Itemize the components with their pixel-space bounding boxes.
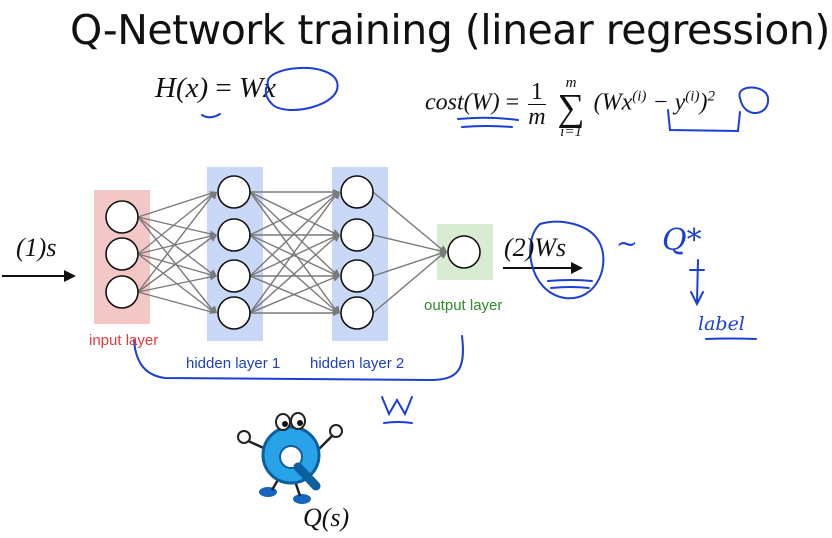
hypothesis-lhs: H(x) (155, 72, 209, 104)
hidden1-node-1 (217, 218, 251, 252)
ink-weights-bracket (133, 335, 464, 382)
ink-circle-wx (264, 66, 339, 111)
edge-hidden1-3-hidden2-2 (249, 275, 339, 314)
ink-underline-ws-2 (550, 286, 590, 289)
ink-weights-w (381, 396, 413, 417)
edge-hidden2-0-output-0 (372, 191, 446, 253)
edge-input-2-hidden1-3 (137, 291, 216, 314)
sum-lower-limit: i=1 (560, 124, 582, 140)
edge-hidden1-1-hidden2-0 (249, 191, 339, 236)
cost-fraction: 1 m (528, 80, 546, 130)
ink-underline-label (705, 337, 757, 340)
superscript-i: (i) (632, 88, 647, 105)
input-layer-label: input layer (89, 332, 159, 349)
edge-arrowhead (209, 274, 217, 281)
ink-bracket-wx (667, 109, 741, 133)
ink-underline-cost-1 (457, 116, 519, 121)
input-node-2 (105, 275, 139, 309)
ink-label-word: label (698, 313, 745, 335)
hidden1-node-3 (217, 296, 251, 330)
edge-arrowhead (209, 308, 217, 315)
edge-arrowhead (209, 235, 217, 242)
mascot-q: Q (237, 412, 343, 504)
edge-hidden2-2-output-0 (372, 251, 446, 277)
edge-arrowhead (210, 192, 217, 200)
edge-hidden2-3-output-0 (372, 251, 446, 314)
ink-approx: ~ (616, 229, 638, 259)
ink-annotations (133, 66, 770, 424)
mascot-hand-left (237, 430, 251, 444)
edge-hidden1-3-hidden2-0 (249, 191, 339, 314)
mascot-hole (279, 445, 303, 469)
hidden-layer-1-label: hidden layer 1 (186, 355, 281, 372)
output-node-0 (447, 235, 481, 269)
edge-input-1-hidden1-1 (137, 234, 216, 255)
ink-underline-w (383, 421, 413, 424)
fraction-numerator: 1 (528, 80, 546, 105)
edge-input-1-hidden1-0 (137, 191, 216, 255)
edge-hidden1-2-hidden2-0 (249, 191, 339, 277)
hidden2-node-1 (340, 218, 374, 252)
output-expression: (2)Ws (504, 233, 567, 262)
edge-input-2-hidden1-0 (137, 191, 216, 293)
cost-equals: = (505, 89, 520, 116)
ink-circle-ws (529, 220, 605, 300)
edge-input-0-hidden1-2 (137, 216, 216, 277)
ink-weights-text: W (382, 413, 384, 415)
ink-target-q: Q* (662, 223, 702, 258)
edge-arrowhead (332, 275, 340, 282)
cost-term-open: (Wx (593, 89, 633, 116)
mascot-pupil-right (297, 420, 303, 426)
output-arrowhead (571, 262, 583, 274)
ink-arrow-label (689, 259, 705, 307)
network-edges (137, 189, 447, 316)
hypothesis-equals: = (215, 72, 232, 104)
slide-title: Q-Network training (linear regression) (70, 6, 830, 54)
edge-input-1-hidden1-2 (137, 253, 216, 277)
superscript-i-y: (i) (685, 88, 700, 105)
edge-input-2-hidden1-1 (137, 234, 216, 293)
edge-input-0-hidden1-1 (137, 216, 216, 236)
cost-term-close: ) (699, 89, 708, 116)
mascot-tail (293, 462, 321, 491)
cost-equation: cost(W) = 1 m m ∑ i=1 (Wx(i) − y(i))2 (425, 72, 715, 140)
superscript-2: 2 (707, 88, 715, 105)
edge-arrowhead (333, 310, 340, 316)
hidden2-node-3 (340, 296, 374, 330)
input-node-0 (105, 200, 139, 234)
edge-hidden2-1-output-0 (372, 234, 446, 253)
mascot-foot-right (293, 494, 311, 504)
sum-upper-limit: m (565, 75, 577, 91)
edge-input-2-hidden1-2 (137, 275, 216, 293)
network-nodes (105, 175, 481, 330)
fraction-denominator: m (528, 103, 546, 130)
ink-underline-ws-1 (547, 279, 593, 282)
edge-arrowhead (333, 192, 340, 200)
hidden2-node-0 (340, 175, 374, 209)
edge-arrowhead (439, 252, 447, 259)
summation: m ∑ i=1 (558, 76, 585, 140)
hidden2-node-2 (340, 259, 374, 293)
hidden-layer-2-label: hidden layer 2 (310, 355, 405, 372)
input-arrowhead (64, 270, 76, 282)
hidden1-node-0 (217, 175, 251, 209)
edge-hidden1-3-hidden2-1 (249, 234, 339, 314)
cost-lhs: cost(W) (425, 89, 500, 116)
ink-underline-cost-2 (461, 125, 513, 128)
edge-hidden1-2-hidden2-1 (249, 234, 339, 277)
mascot-expression: Q(s) (303, 503, 350, 532)
input-expression: (1)s (16, 233, 57, 262)
input-node-1 (105, 237, 139, 271)
sigma-symbol: ∑ (557, 87, 585, 129)
mascot-pupil-left (282, 421, 288, 427)
hidden1-node-2 (217, 259, 251, 293)
edge-input-0-hidden1-0 (137, 191, 216, 218)
ink-circle-y (738, 86, 770, 114)
output-layer-label: output layer (424, 297, 503, 314)
edge-arrowhead (332, 235, 340, 242)
ink-underline-x (201, 113, 221, 119)
mascot-hand-right (329, 424, 343, 438)
